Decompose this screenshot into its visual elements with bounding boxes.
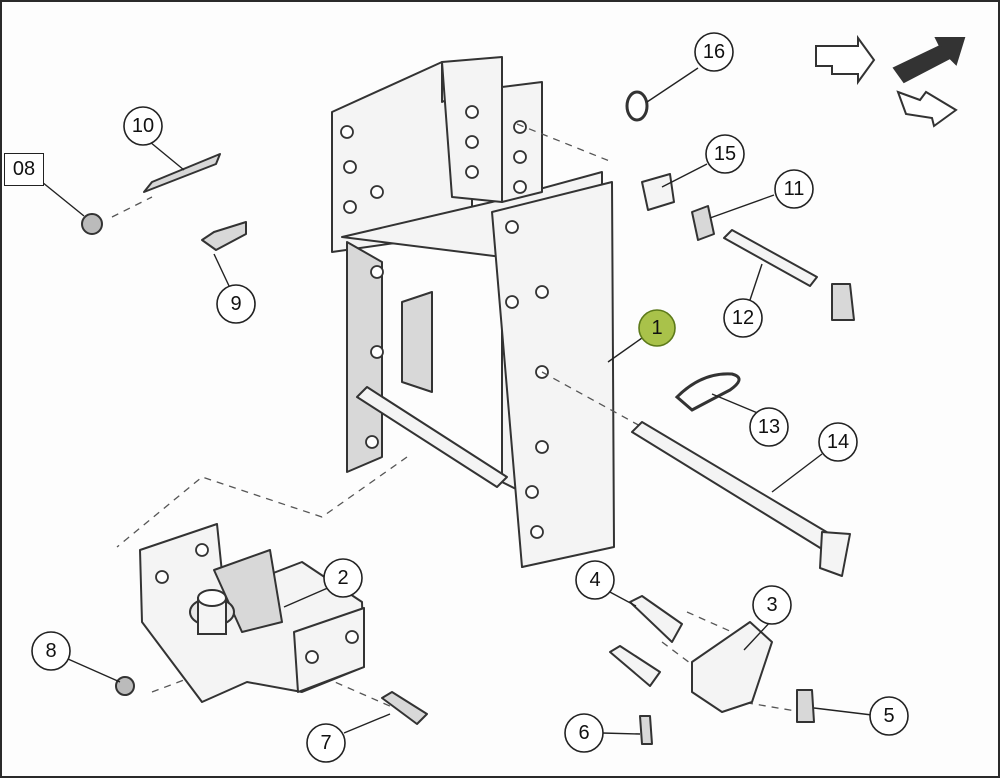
callout-2: 2 [323, 558, 363, 598]
lower-bracket-assembly [139, 523, 365, 703]
callout-8: 8 [31, 631, 71, 671]
lower-bolt-part [381, 691, 428, 725]
lower-nut-part [115, 676, 135, 696]
pin-part-upper [609, 645, 661, 687]
svg-text:11: 11 [784, 178, 805, 200]
callout-12: 12 [723, 298, 763, 338]
callout-14: 14 [818, 422, 858, 462]
threaded-stud-part [143, 153, 221, 193]
hair-spring-part [674, 372, 741, 412]
callout-15: 15 [705, 134, 745, 174]
svg-text:3: 3 [766, 594, 777, 616]
callout-9: 9 [216, 284, 256, 324]
svg-text:16: 16 [703, 41, 725, 63]
callout-13: 13 [749, 407, 789, 447]
washer-part [625, 90, 649, 122]
callout-4: 4 [575, 560, 615, 600]
retaining-clip-part [691, 205, 715, 241]
short-pin-part [723, 229, 818, 287]
svg-text:14: 14 [827, 431, 849, 453]
leader-lines [41, 67, 873, 735]
main-bracket-frame [331, 56, 615, 568]
svg-text:6: 6 [578, 722, 589, 744]
bolt-part [201, 221, 247, 251]
callout-7: 7 [306, 723, 346, 763]
svg-text:13: 13 [758, 416, 780, 438]
svg-text:9: 9 [230, 293, 241, 315]
svg-text:8: 8 [45, 640, 56, 662]
pin-clip-part [831, 283, 855, 321]
callout-16: 16 [694, 32, 734, 72]
svg-text:7: 7 [320, 732, 331, 754]
callout-1: 1 [638, 309, 676, 347]
callout-3: 3 [752, 585, 792, 625]
svg-text:15: 15 [714, 143, 736, 165]
orientation-arrows-icon [815, 34, 966, 128]
svg-text:10: 10 [132, 115, 154, 137]
svg-text:1: 1 [651, 317, 662, 339]
clip-part-5 [796, 689, 815, 723]
latch-plate-part [691, 621, 773, 713]
long-rod-part [631, 421, 841, 555]
spring-clip-part [641, 173, 675, 211]
callout-6: 6 [564, 713, 604, 753]
svg-text:12: 12 [732, 307, 754, 329]
svg-text:2: 2 [337, 567, 348, 589]
small-pin-part [639, 715, 653, 745]
nut-part [81, 213, 103, 235]
callout-5: 5 [869, 696, 909, 736]
group-label-box: 08 [4, 153, 44, 186]
callout-11: 11 [774, 169, 814, 209]
pin-part-4 [629, 595, 683, 643]
svg-text:5: 5 [883, 705, 894, 727]
callout-10: 10 [123, 106, 163, 146]
svg-text:4: 4 [589, 569, 600, 591]
